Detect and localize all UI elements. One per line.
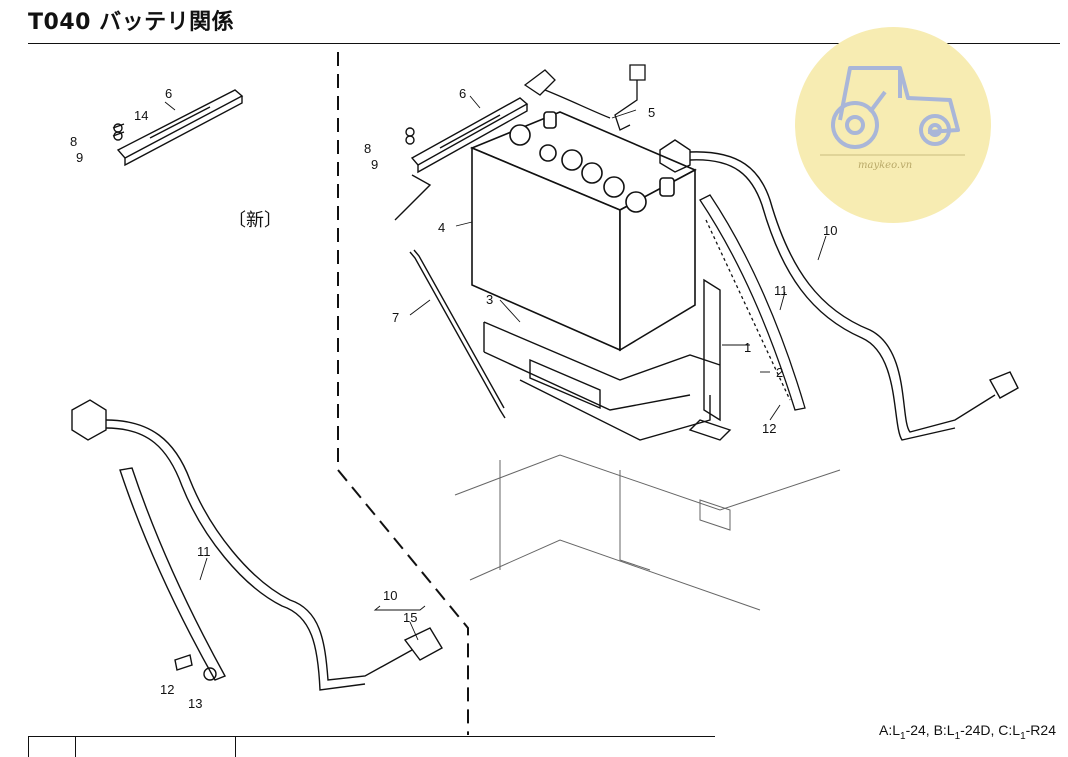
battery <box>469 111 697 352</box>
model-c-label: C:L <box>998 722 1021 738</box>
callout-6a: 6 <box>165 86 172 101</box>
tractor-frame <box>454 454 841 611</box>
section-divider-dashed <box>337 52 469 735</box>
model-a-label: A:L <box>878 722 900 738</box>
model-a-sub: 1 <box>900 730 906 742</box>
callout-labels: 1 2 3 4 5 6 6 7 8 8 9 9 10 10 11 11 12 1… <box>70 86 837 711</box>
watermark-text: maykeo.vn <box>858 160 913 171</box>
model-a-rest: -24, <box>905 722 930 738</box>
parts-table-header <box>28 736 715 757</box>
model-b-sub: 1 <box>954 730 961 742</box>
model-c-rest: -R24 <box>1025 722 1056 738</box>
callout-8a: 8 <box>70 134 77 149</box>
callout-5: 5 <box>648 105 655 120</box>
positive-cable <box>659 139 1019 441</box>
model-b-rest: -24D, <box>960 722 995 738</box>
callout-6b: 6 <box>459 86 466 101</box>
earth-strap-right <box>699 194 806 411</box>
callout-12b: 12 <box>160 682 174 697</box>
model-b-label: B:L <box>933 722 955 738</box>
hold-down-bar-new <box>112 89 244 167</box>
title-underline <box>28 43 1060 44</box>
callout-9b: 9 <box>371 157 378 172</box>
callout-9a: 9 <box>76 150 83 165</box>
model-code-note: A:L1-24, B:L1-24D, C:L1-R24 <box>879 722 1056 742</box>
callout-7: 7 <box>392 310 399 325</box>
callout-2: 2 <box>776 365 783 380</box>
callout-15: 15 <box>403 610 417 625</box>
callout-10a: 10 <box>823 223 837 238</box>
callout-10b: 10 <box>383 588 397 603</box>
page-title: T040 バッテリ関係 <box>28 10 235 35</box>
hold-down-rod <box>394 174 506 419</box>
new-part-tag: 〔新〕 <box>228 210 282 231</box>
hold-down-bar <box>405 97 529 174</box>
callout-leaders <box>164 95 827 641</box>
callout-4: 4 <box>438 220 445 235</box>
callout-14: 14 <box>134 108 148 123</box>
callout-11a: 11 <box>774 283 788 298</box>
callout-1: 1 <box>744 340 751 355</box>
callout-12a: 12 <box>762 421 776 436</box>
parts-table-divider <box>75 737 76 757</box>
callout-3: 3 <box>486 292 493 307</box>
callout-8b: 8 <box>364 141 371 156</box>
watermark-logo <box>795 27 991 223</box>
sensor-wire <box>523 64 646 131</box>
callout-13: 13 <box>188 696 202 711</box>
parts-table-divider <box>235 737 236 757</box>
battery-tray <box>483 278 732 441</box>
cable-assembly-lower <box>71 399 443 691</box>
callout-11b: 11 <box>197 544 211 559</box>
model-c-sub: 1 <box>1020 730 1026 742</box>
